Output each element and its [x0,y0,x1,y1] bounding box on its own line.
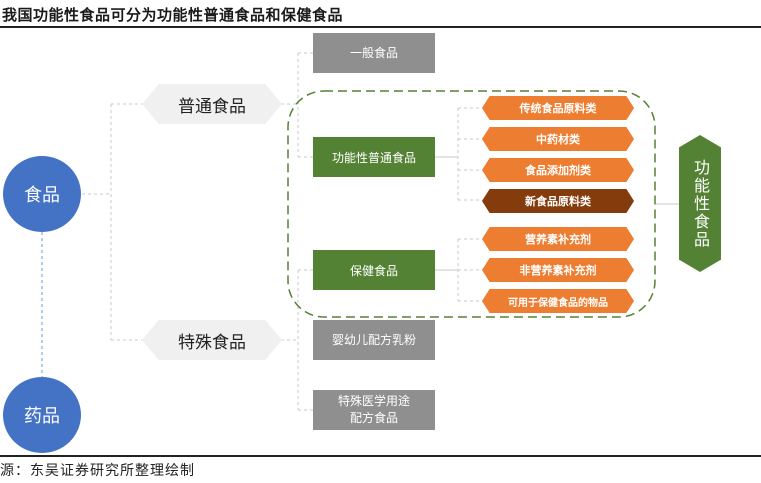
functional-food-node: 功能性食品 [679,135,721,272]
functional-food-group-border [287,90,656,318]
functional-ordinary-food-node: 功能性普通食品 [313,137,435,177]
special-food-label: 特殊食品 [178,332,246,353]
category-new-food-ingredients: 新食品原料类 [482,189,634,213]
fsmp-label-line2: 配方食品 [349,411,398,425]
fsmp-label-line1: 特殊医学用途 [337,394,410,408]
infant-formula-label: 婴幼儿配方乳粉 [331,332,416,347]
food-label: 食品 [24,185,60,206]
health-food-label: 保健食品 [349,263,398,278]
category-label: 新食品原料类 [525,195,591,208]
category-label: 非营养素补充剂 [519,264,597,277]
category-label: 传统食品原料类 [519,102,597,115]
category-tcm-materials: 中药材类 [482,127,634,151]
drug-label: 药品 [24,406,60,427]
drug-node: 药品 [3,377,81,453]
functional-ordinary-food-label: 功能性普通食品 [331,150,416,165]
category-food-additives: 食品添加剂类 [482,158,634,182]
category-label: 营养素补充剂 [525,233,591,246]
health-food-node: 保健食品 [313,250,435,290]
infant-formula-node: 婴幼儿配方乳粉 [313,320,435,360]
category-non-nutrient-supplements: 非营养素补充剂 [482,258,634,282]
category-label: 可用于保健食品的物品 [508,297,608,309]
special-food-node: 特殊食品 [142,320,282,360]
general-food-label: 一般食品 [349,45,398,60]
ordinary-food-node: 普通食品 [142,84,282,124]
category-label: 食品添加剂类 [525,164,591,177]
page-title: 我国功能性食品可分为功能性普通食品和保健食品 [2,6,344,24]
source-note: 源：东吴证券研究所整理绘制 [0,463,195,479]
bottom-divider [0,455,761,457]
fsmp-node: 特殊医学用途 配方食品 [313,390,435,430]
category-nutrient-supplements: 营养素补充剂 [482,227,634,251]
functional-food-label: 功能性食品 [691,158,710,249]
category-traditional-ingredients: 传统食品原料类 [482,96,634,120]
category-health-food-substances: 可用于保健食品的物品 [482,289,634,313]
ordinary-food-label: 普通食品 [178,96,246,117]
food-node: 食品 [3,156,81,232]
general-food-node: 一般食品 [313,33,435,73]
top-divider [0,26,761,28]
category-label: 中药材类 [536,133,580,146]
